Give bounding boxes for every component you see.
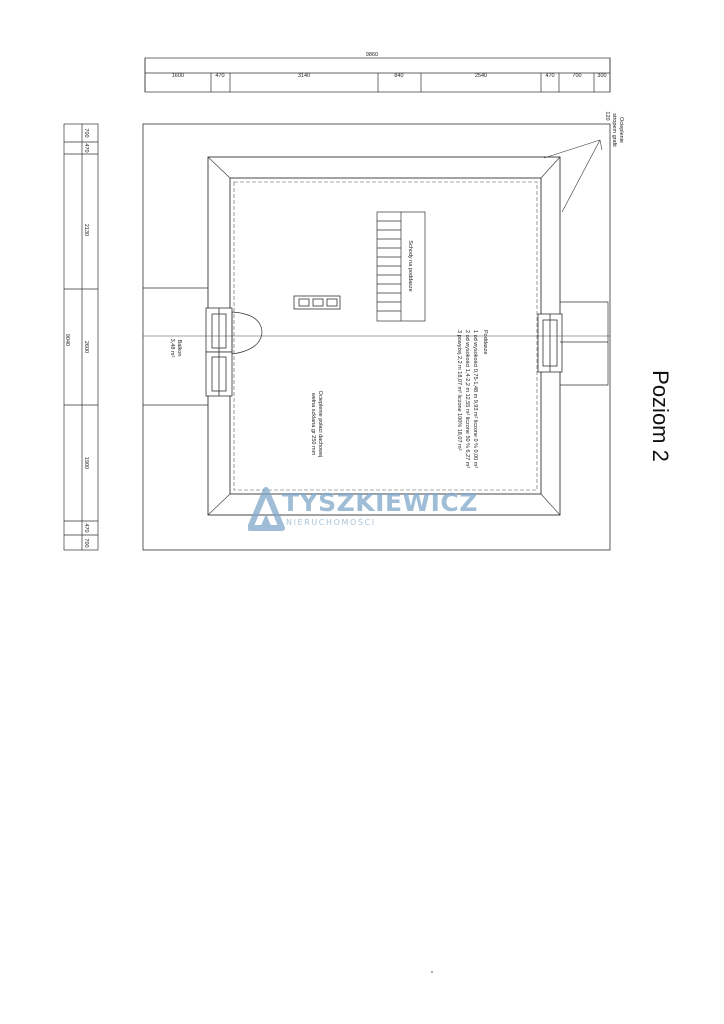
roof-insulation-note-1: Ocieplenie połaci dachowej [317, 391, 323, 458]
agency-logo-icon [248, 487, 285, 531]
top-dimension-4: 840 [394, 73, 403, 79]
chimney [293, 295, 341, 310]
roof-insulation-note-2: wełna szklana gr 250 mm [310, 392, 316, 456]
left-dimension-1: 700 [83, 128, 89, 137]
scan-speck [431, 971, 433, 973]
insulation-callout-line-3: 120 [604, 111, 610, 120]
left-dimension-5: 1900 [83, 457, 89, 469]
left-total-dimension: 9040 [64, 334, 70, 346]
attic-line-1: 1 od wysokości 0,75-1,48 m 9,93 m² liczo… [472, 330, 478, 468]
level-title: Poziom 2 [648, 370, 673, 462]
door-swing [231, 311, 263, 355]
top-dimension-7: 700 [572, 73, 581, 79]
top-dimension-1: 1600 [172, 73, 184, 79]
left-dimension-4: 2600 [83, 341, 89, 353]
balcony [143, 287, 208, 406]
left-dimension-strip [63, 123, 99, 551]
insulation-callout-line-2: stropem grafit [611, 113, 617, 147]
balcony-area: 3,48 m² [169, 339, 175, 358]
top-dimension-6: 470 [545, 73, 554, 79]
watermark-brand: TYSZKIEWICZ [282, 488, 478, 517]
stairs-label: Schody na poddasze [407, 240, 413, 291]
right-projection [560, 301, 609, 386]
attic-heading: Poddasze [482, 330, 488, 354]
insulation-callout-line-1: Ocieplenie [618, 117, 624, 143]
top-dimension-8: 300 [597, 73, 606, 79]
top-dimension-5: 2540 [475, 73, 487, 79]
top-dimension-2: 470 [215, 73, 224, 79]
corner-diagonals [207, 156, 561, 516]
top-dimension-strip [144, 57, 611, 93]
staircase [376, 211, 426, 322]
watermark-subtitle: NIERUCHOMOŚCI [286, 518, 376, 527]
agency-watermark: TYSZKIEWICZ NIERUCHOMOŚCI [248, 486, 488, 536]
attic-line-3: 3 powyżej 2,2 m 18,07 m² liczone 100% 18… [456, 330, 462, 451]
top-dimension-3: 3140 [298, 73, 310, 79]
left-wall-openings [205, 307, 233, 397]
insulation-callout-leaders [543, 139, 603, 213]
top-total-dimension: 9860 [366, 52, 378, 58]
left-dimension-2: 470 [83, 143, 89, 152]
left-dimension-3: 2130 [83, 224, 89, 236]
attic-line-2: 2 od wysokości 1,4-2,2 m 12,55 m² liczon… [464, 330, 470, 468]
balcony-label: Balkon [176, 340, 182, 357]
outer-outline [142, 123, 611, 551]
right-wall-window [537, 313, 563, 373]
left-dimension-6: 470 [83, 523, 89, 532]
left-dimension-7: 700 [83, 538, 89, 547]
